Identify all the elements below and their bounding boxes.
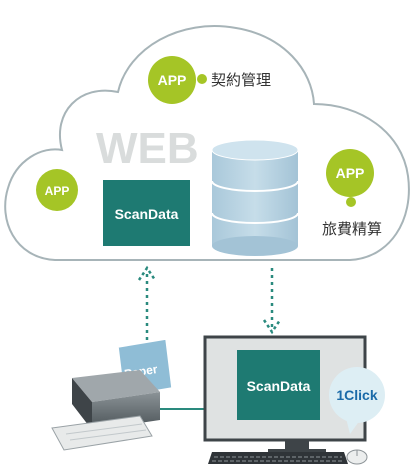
mouse-icon [346,449,368,465]
app-top-connector-dot [197,74,207,84]
upload-arrow [137,265,157,340]
scanner-icon: Paper [51,338,173,451]
app-right-label: APP [336,165,365,181]
one-click-label: 1Click [336,387,377,403]
download-arrow [262,268,282,335]
app-right-connector-dot [346,197,356,207]
app-top-label: APP [158,72,187,88]
app-left-node: APP [36,169,78,211]
cloud-scandata-label: ScanData [115,206,179,222]
one-click-bubble: 1Click [329,367,385,434]
monitor-scandata-box: ScanData [237,350,320,420]
monitor-scandata-rect [237,350,320,420]
web-label: WEB [96,124,199,173]
database-cylinder-icon [211,139,299,256]
app-top-icon [148,56,196,104]
app-top-node: APP 契約管理 [148,56,271,104]
monitor-scandata-label: ScanData [247,378,311,394]
app-right-icon [326,149,374,197]
app-left-label: APP [45,184,70,198]
cloud-scandata-box: ScanData [103,180,190,246]
keyboard-icon [208,452,348,464]
app-right-service-label: 旅費精算 [322,220,382,238]
app-right-node: APP 旅費精算 [322,149,382,238]
app-top-service-label: 契約管理 [211,71,271,89]
cloud-scandata-rect [103,180,190,246]
app-left-icon [36,169,78,211]
